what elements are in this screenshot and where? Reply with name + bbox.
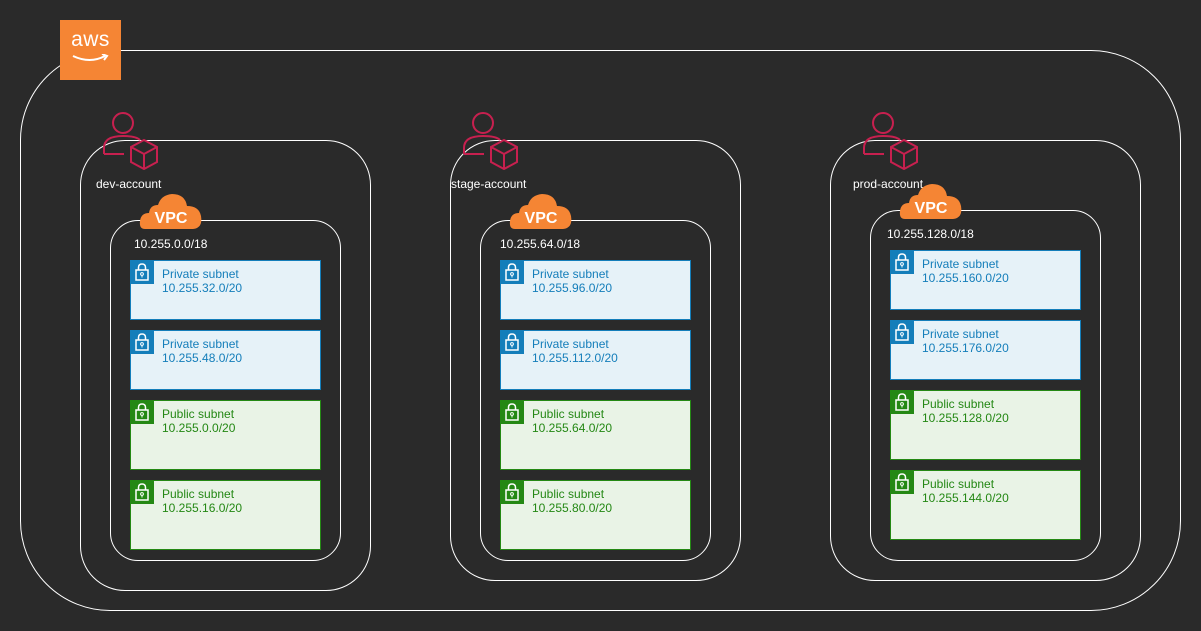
lock-icon (500, 400, 524, 424)
lock-icon (890, 390, 914, 414)
account-label: prod-account (853, 177, 924, 191)
lock-icon (890, 470, 914, 494)
account-icon (863, 112, 918, 170)
subnet-name: Public subnet (162, 487, 235, 501)
vpc-cloud-icon: VPC (139, 194, 202, 229)
vpc-cloud-icon: VPC (899, 184, 962, 219)
subnet-cidr: 10.255.176.0/20 (922, 341, 1009, 355)
vpc-cidr: 10.255.128.0/18 (887, 227, 974, 241)
aws-logo: aws (60, 20, 121, 80)
account-label: stage-account (451, 177, 527, 191)
subnet-name: Private subnet (162, 337, 239, 351)
subnet-cidr: 10.255.112.0/20 (532, 351, 618, 365)
lock-icon (890, 320, 914, 344)
account-icon (463, 112, 518, 170)
account-dev (80, 140, 371, 591)
account-icon (103, 112, 158, 170)
subnet-cidr: 10.255.144.0/20 (922, 491, 1009, 505)
lock-icon (130, 400, 154, 424)
lock-icon (890, 250, 914, 274)
vpc-badge-text: VPC (155, 210, 188, 227)
account-prod (830, 140, 1141, 581)
subnet-cidr: 10.255.0.0/20 (162, 421, 236, 435)
subnet-name: Private subnet (922, 327, 999, 341)
subnet-name: Private subnet (532, 337, 609, 351)
subnet-cidr: 10.255.48.0/20 (162, 351, 243, 365)
vpc-prod (870, 210, 1101, 561)
vpc-stage (480, 220, 711, 561)
subnet-name: Private subnet (162, 267, 239, 281)
aws-smile-icon (72, 54, 109, 61)
subnet-name: Public subnet (532, 487, 605, 501)
subnet-name: Public subnet (532, 407, 605, 421)
lock-icon (500, 480, 524, 504)
subnet-name: Public subnet (922, 477, 995, 491)
subnet-cidr: 10.255.128.0/20 (922, 411, 1009, 425)
subnet-name: Private subnet (922, 257, 999, 271)
lock-icon (500, 330, 524, 354)
aws-logo-text: aws (71, 28, 110, 51)
subnet-cidr: 10.255.96.0/20 (532, 281, 613, 295)
account-label: dev-account (96, 177, 162, 191)
subnet-cidr: 10.255.160.0/20 (922, 271, 1009, 285)
vpc-badge-text: VPC (915, 200, 948, 217)
subnet-cidr: 10.255.64.0/20 (532, 421, 613, 435)
subnet-name: Public subnet (922, 397, 995, 411)
lock-icon (130, 480, 154, 504)
lock-icon (130, 260, 154, 284)
aws-cloud-boundary (20, 50, 1181, 611)
vpc-cidr: 10.255.64.0/18 (500, 237, 581, 251)
vpc-cidr: 10.255.0.0/18 (134, 237, 208, 251)
subnet-cidr: 10.255.80.0/20 (532, 501, 613, 515)
lock-icon (500, 260, 524, 284)
subnet-name: Public subnet (162, 407, 235, 421)
vpc-badge-text: VPC (525, 210, 558, 227)
account-stage (450, 140, 741, 581)
vpc-cloud-icon: VPC (509, 194, 572, 229)
subnet-name: Private subnet (532, 267, 609, 281)
subnet-cidr: 10.255.16.0/20 (162, 501, 243, 515)
subnet-cidr: 10.255.32.0/20 (162, 281, 243, 295)
lock-icon (130, 330, 154, 354)
vpc-dev (110, 220, 341, 561)
